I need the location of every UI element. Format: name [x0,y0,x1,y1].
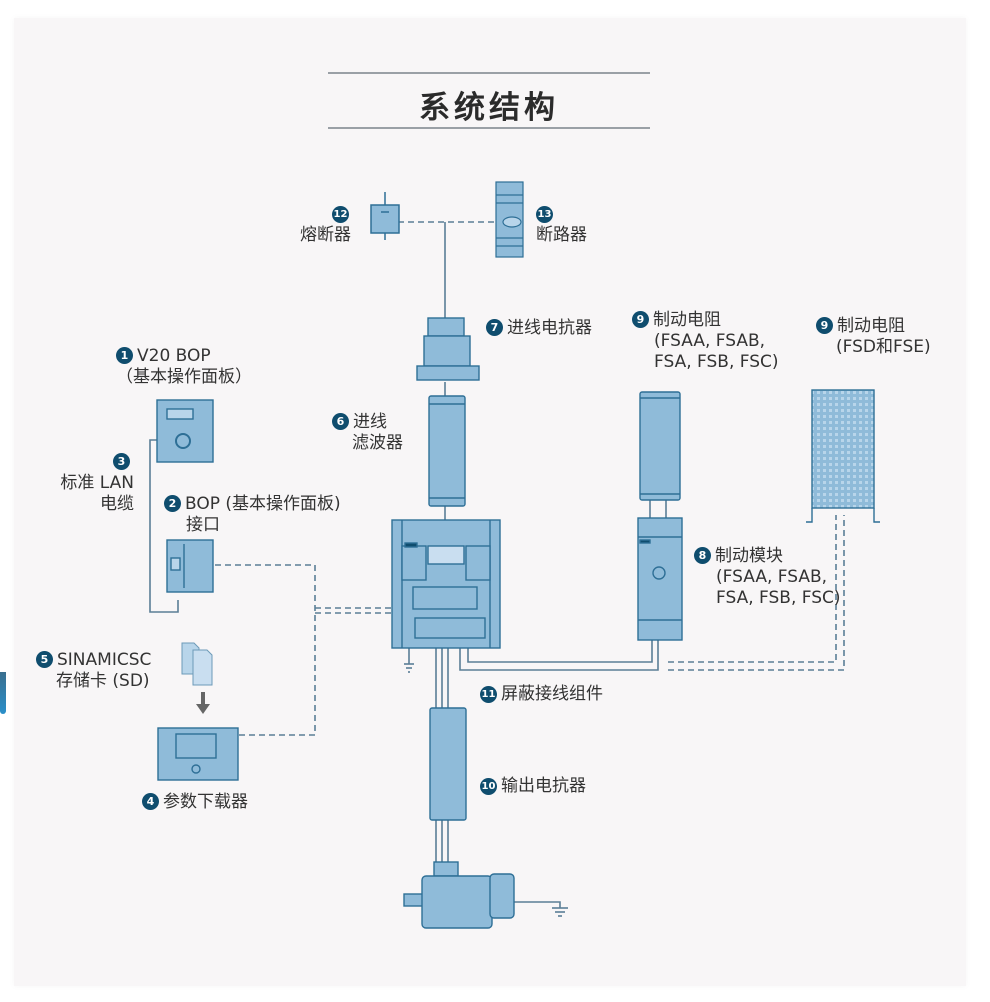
inverter-icon [391,519,501,649]
v20-bop-icon [156,399,214,463]
label-shield-kit: 11输出电抗器断路器屏蔽接线组件 [480,684,603,704]
badge-3: 3 [113,453,130,470]
badge-5: 5 [36,651,53,668]
badge-9a: 9 [632,311,649,328]
dashed-lines [215,221,845,736]
braking-module-icon [637,517,683,641]
badge-6: 6 [332,413,349,430]
circuit-breaker-icon [495,181,524,258]
badge-8: 8 [694,547,711,564]
motor-ground-lead [514,901,561,908]
side-scroll-tab[interactable] [0,672,6,714]
bop-interface-icon [166,539,214,593]
motor-icon [403,861,515,929]
badge-9b: 9 [816,317,833,334]
arrow-down-icon [196,692,210,714]
braking-resistor-fsd-icon [806,389,880,523]
badge-10: 10 [480,778,497,795]
label-circuit-breaker: 13 断路器 [536,204,587,246]
badge-13: 13 [536,206,553,223]
sd-card-icon [181,642,213,686]
connection-lines [149,222,667,917]
output-reactor-icon [429,707,467,821]
label-lan-cable: 3 标准 LAN 电缆 [60,453,134,514]
line-filter-icon [428,395,466,507]
lan-cable [149,439,179,613]
badge-12: 12 [332,206,349,223]
badge-1: 1 [116,347,133,364]
resistor-fsd-dashed-1 [668,515,837,663]
badge-4: 4 [142,793,159,810]
braking-resistor-icon [639,391,681,501]
badge-7: 7 [486,319,503,336]
parameter-loader-icon [157,727,239,781]
braking-module-line-1 [459,640,659,671]
label-fuse: 12 熔断器 [300,204,353,246]
badge-2: 2 [164,495,181,512]
title-rule-top [328,72,650,74]
title-rule-bottom [328,127,650,129]
line-reactor-icon [416,317,480,381]
fuse-icon [370,192,400,240]
badge-11: 11 [480,686,497,703]
downloader-dashed [215,564,316,736]
diagram-title: 系统结构 [419,90,559,126]
